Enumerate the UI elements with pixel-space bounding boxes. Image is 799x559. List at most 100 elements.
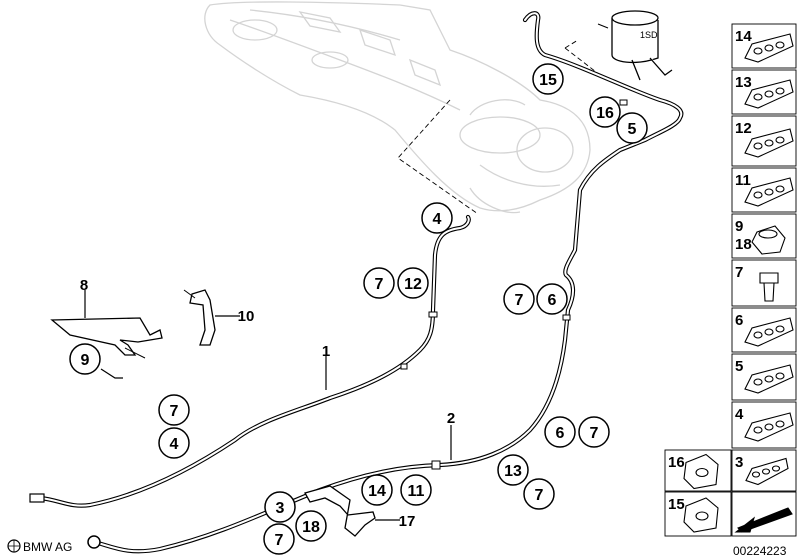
charcoal-canister: 1SD: [611, 10, 673, 81]
fuel-line-2-end-fitting: [87, 535, 101, 549]
side-panel-label: 6: [735, 312, 743, 329]
side-panel-label: 3: [735, 454, 743, 471]
part-label-2: 2: [447, 410, 455, 427]
side-panel-item: 3: [731, 449, 797, 492]
callout-7: 7: [523, 478, 555, 510]
side-panel-item: [731, 491, 797, 537]
callout-label: 7: [535, 487, 544, 504]
callout-9: 9: [69, 343, 101, 375]
callout-label: 16: [596, 105, 614, 122]
bracket-10: [189, 289, 216, 346]
side-panel-label: 5: [735, 358, 743, 375]
callout-18: 18: [295, 510, 327, 542]
callout-label: 9: [81, 352, 90, 369]
bolt-icon: [759, 272, 779, 302]
part-label-10: 10: [238, 308, 255, 325]
callout-label: 7: [275, 532, 284, 549]
callout-15: 15: [532, 63, 564, 95]
callout-label: 4: [433, 211, 442, 228]
footer-logo-text: BMW AG: [23, 540, 72, 554]
callout-label: 4: [170, 436, 179, 453]
callout-label: 11: [408, 483, 425, 500]
clip-wide-icon: [744, 33, 794, 63]
side-panel-item: 12: [731, 115, 797, 167]
callout-label: 6: [548, 292, 557, 309]
side-panel-label: 14: [735, 28, 752, 45]
callout-7: 7: [503, 283, 535, 315]
callout-14: 14: [361, 474, 393, 506]
callout-label: 18: [302, 519, 320, 536]
footer-code-text: 00224223: [733, 544, 787, 558]
callout-7: 7: [578, 416, 610, 448]
side-panel-item: 14: [731, 23, 797, 69]
clip-curve-icon: [744, 412, 794, 442]
side-panel-item: 15: [664, 491, 732, 537]
clip-curve-icon: [744, 364, 794, 394]
callout-7: 7: [263, 523, 295, 555]
svg-text:1SD: 1SD: [640, 30, 658, 40]
callout-label: 5: [628, 121, 637, 138]
fuel-tank-background: [204, 1, 591, 214]
side-panel-item: 13: [731, 69, 797, 115]
side-panel-label: 18: [735, 236, 752, 253]
callout-label: 7: [170, 403, 179, 420]
arrow-icon: [734, 507, 793, 533]
callout-6: 6: [544, 416, 576, 448]
side-panel-label: 4: [735, 406, 744, 423]
part-label-1: 1: [322, 343, 330, 360]
side-panel-label: 15: [668, 496, 685, 513]
callout-label: 15: [539, 72, 557, 89]
part-label-8: 8: [80, 277, 88, 294]
callout-label: 7: [375, 276, 384, 293]
side-panel: 14 13 12 11 918 7 6 5 4 16 3 15: [664, 23, 797, 537]
callout-label: 13: [504, 463, 522, 480]
callout-4: 4: [158, 427, 190, 459]
clip-mid-icon: [744, 79, 794, 109]
side-panel-label: 9: [735, 218, 743, 235]
side-panel-label: 11: [735, 172, 751, 189]
tank-guide-lines: [397, 39, 601, 215]
callout-label: 3: [276, 500, 285, 517]
callout-7: 7: [363, 267, 395, 299]
bracket-8: [50, 317, 163, 356]
bracket-17: [304, 485, 376, 537]
side-panel-item: 6: [731, 307, 797, 353]
clip-curve-icon: [744, 177, 794, 207]
callout-11: 11: [400, 474, 432, 506]
side-panel-label: 13: [735, 74, 752, 91]
footer: BMW AG 00224223: [7, 539, 787, 558]
callout-13: 13: [497, 454, 529, 486]
part-label-17: 17: [399, 513, 416, 530]
callout-5: 5: [616, 112, 648, 144]
line-clips: [400, 99, 628, 470]
callout-3: 3: [264, 491, 296, 523]
side-panel-label: 16: [668, 454, 685, 471]
side-panel-item: 4: [731, 401, 797, 449]
callout-4: 4: [421, 202, 453, 234]
callout-16: 16: [589, 96, 621, 128]
clip-mid-icon: [744, 317, 794, 347]
callout-label: 7: [590, 425, 599, 442]
callout-label: 12: [404, 276, 422, 293]
clip-mid-icon: [744, 128, 794, 158]
side-panel-label: 7: [735, 264, 743, 281]
fuel-line-1-end-fitting: [29, 493, 45, 503]
nut-icon: [751, 225, 786, 255]
side-panel-item: 7: [731, 259, 797, 307]
callout-label: 6: [556, 425, 565, 442]
clip-holder-icon: [683, 497, 719, 533]
side-panel-item: 5: [731, 353, 797, 401]
label-leaders: [325, 356, 452, 460]
callout-label: 7: [515, 292, 524, 309]
callout-12: 12: [397, 267, 429, 299]
clip-holder-icon: [683, 453, 719, 490]
callout-6: 6: [536, 283, 568, 315]
clip-wide-icon: [745, 457, 789, 486]
callout-label: 14: [368, 483, 386, 500]
callout-7: 7: [158, 394, 190, 426]
side-panel-item: 16: [664, 449, 732, 492]
side-panel-item: 11: [731, 167, 797, 213]
